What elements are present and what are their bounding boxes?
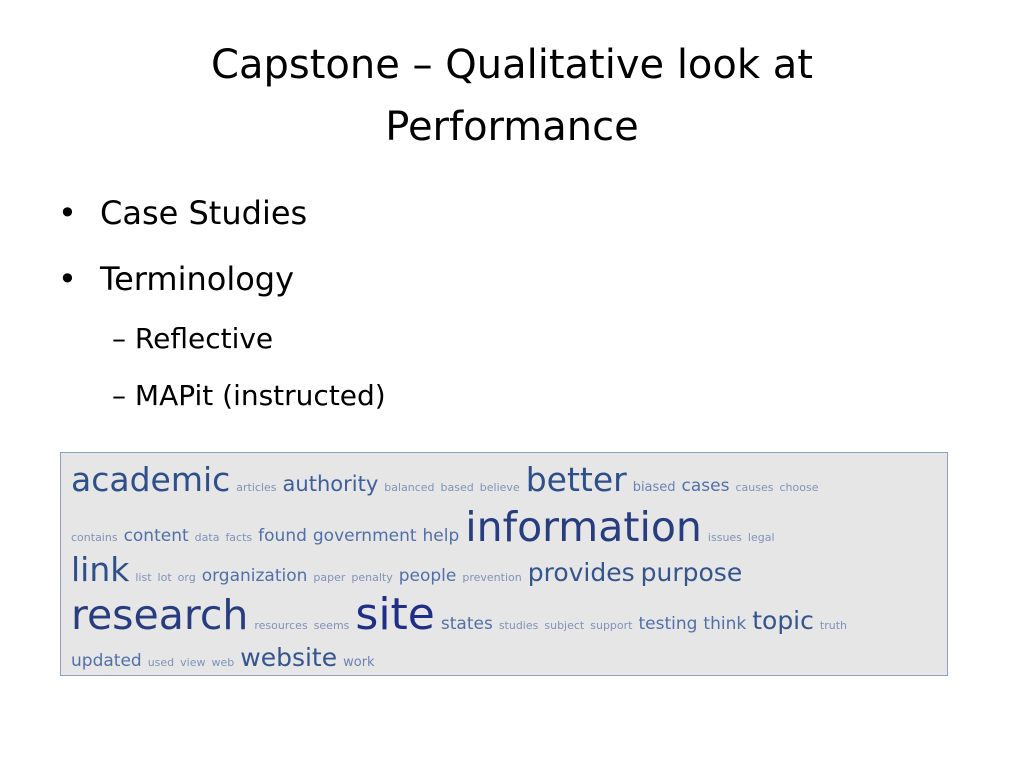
bullet-case-studies: • Case Studies — [58, 193, 307, 233]
word-cloud-word: organization — [201, 566, 308, 586]
slide-title-line-2: Performance — [385, 104, 639, 150]
word-cloud-word: subject — [544, 619, 585, 632]
slide-title: Capstone – Qualitative look at Performan… — [112, 34, 912, 158]
word-cloud-word: purpose — [640, 558, 743, 587]
bullet-text: Terminology — [100, 260, 295, 298]
bullet-text: Case Studies — [100, 194, 308, 232]
word-cloud-word: think — [703, 614, 747, 634]
word-cloud-word: studies — [498, 619, 539, 632]
word-cloud-word: issues — [707, 531, 742, 544]
word-cloud-word: people — [398, 566, 457, 586]
word-cloud-word: paper — [313, 571, 346, 584]
word-cloud-word: org — [177, 571, 196, 584]
word-cloud-word: states — [440, 614, 493, 634]
bullet-marker: • — [58, 194, 77, 232]
word-cloud-word: authority — [282, 472, 379, 496]
word-cloud-word: testing — [638, 614, 698, 634]
word-cloud-word: link — [71, 550, 130, 589]
word-cloud-word: contains — [71, 531, 118, 544]
word-cloud-word: site — [355, 589, 435, 640]
bullet-terminology: • Terminology — [58, 259, 294, 299]
word-cloud-word: legal — [747, 531, 775, 544]
word-cloud-word: research — [71, 591, 249, 639]
sub-bullet-dash: – — [112, 322, 126, 355]
word-cloud-word: government — [312, 526, 417, 546]
word-cloud-word: data — [194, 531, 220, 544]
word-cloud-word: seems — [313, 619, 350, 632]
sub-bullet-reflective: – Reflective — [112, 321, 273, 357]
word-cloud-word: prevention — [462, 571, 522, 584]
word-cloud-word: support — [590, 619, 633, 632]
word-cloud-word: balanced — [384, 481, 435, 494]
word-cloud-word: resources — [254, 619, 308, 632]
word-cloud-word: academic — [71, 460, 231, 499]
word-cloud-word: causes — [735, 481, 774, 494]
sub-bullet-dash: – — [112, 379, 126, 412]
word-cloud-word: truth — [819, 619, 847, 632]
word-cloud-word: list — [135, 571, 152, 584]
bullet-marker: • — [58, 260, 77, 298]
word-cloud-word: better — [525, 460, 627, 499]
word-cloud-word: work — [343, 655, 375, 670]
word-cloud-word: help — [422, 526, 460, 546]
word-cloud-word: website — [240, 643, 338, 672]
word-cloud-word: facts — [225, 531, 253, 544]
word-cloud-word: updated — [71, 651, 142, 671]
word-cloud-word: based — [440, 481, 474, 494]
word-cloud-word: content — [123, 526, 189, 546]
word-cloud-word: provides — [527, 558, 635, 587]
sub-bullet-text: MAPit (instructed) — [134, 379, 386, 412]
sub-bullet-text: Reflective — [134, 322, 274, 355]
word-cloud-word: lot — [157, 571, 172, 584]
word-cloud-word: penalty — [351, 571, 393, 584]
word-cloud-word: information — [465, 503, 702, 551]
slide-title-line-1: Capstone – Qualitative look at — [211, 42, 813, 88]
word-cloud-word: found — [258, 526, 307, 546]
word-cloud-word: view — [180, 656, 206, 669]
word-cloud-word: web — [211, 656, 235, 669]
word-cloud-word: used — [147, 656, 175, 669]
word-cloud-word: cases — [681, 476, 730, 496]
sub-bullet-mapit: – MAPit (instructed) — [112, 378, 386, 414]
word-cloud-word: biased — [632, 480, 676, 495]
word-cloud-word: believe — [479, 481, 520, 494]
word-cloud-word: articles — [236, 481, 277, 494]
word-cloud-word: topic — [752, 606, 814, 635]
word-cloud-word: choose — [779, 481, 819, 494]
bullet-list: •Case Studies •Terminology – Reflective … — [58, 193, 386, 414]
